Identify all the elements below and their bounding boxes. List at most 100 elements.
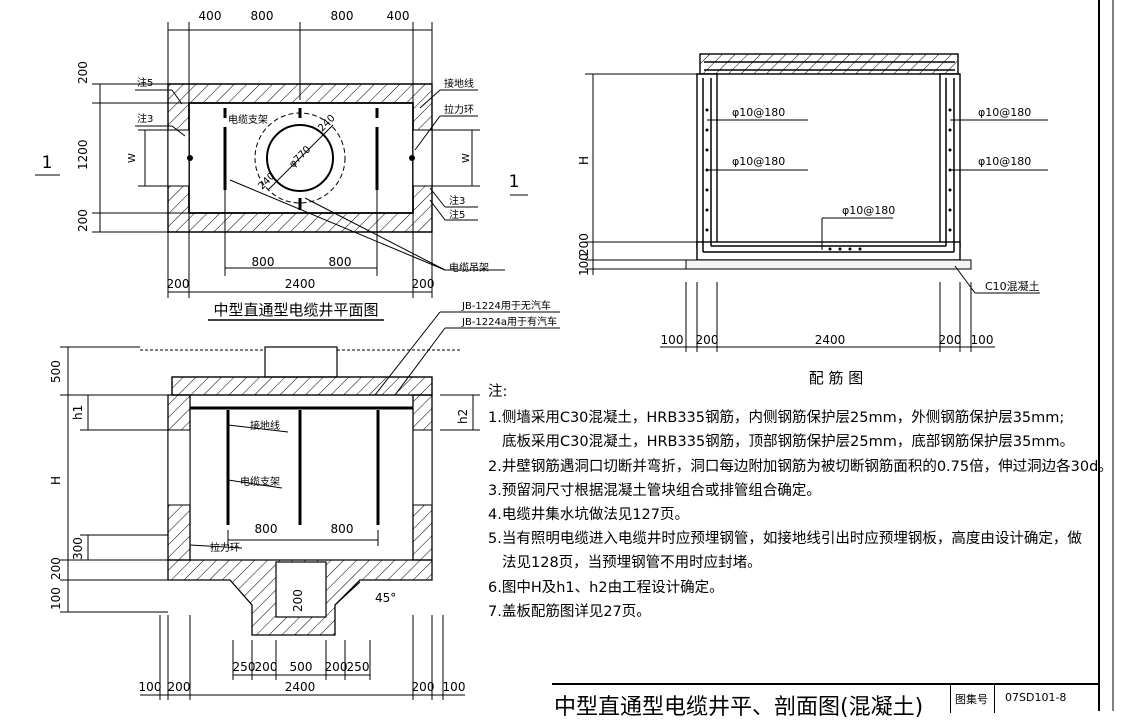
plan-dim-overall-1: 200 [167, 277, 190, 291]
section-sump-dim-1: 250 [233, 660, 256, 674]
section-label-pull-ring: 拉力环 [210, 541, 240, 554]
rebar-label-4: φ10@180 [978, 155, 1031, 168]
rebar-labels: φ10@180 φ10@180 φ10@180 φ10@180 φ10@180 … [732, 106, 1040, 293]
rebar-left-wall [696, 73, 718, 249]
rebar-label-5: φ10@180 [842, 204, 895, 217]
plan-manhole-circle [266, 124, 334, 192]
section-sump-dim-5: 250 [347, 660, 370, 674]
note-line-6: 6.图中H及h1、h2由工程设计确定。 [488, 579, 724, 596]
plan-label-note5-right: 注5 [449, 208, 465, 221]
rebar-dim-left-2: 100 [577, 253, 591, 276]
section-labels: JB-1224用于无汽车 JB-1224a用于有汽车 接地线 电缆支架 拉力环 [210, 299, 557, 554]
plan-label-pull-ring: 拉力环 [444, 103, 474, 116]
title-block-number: 07SD101-8 [994, 685, 1100, 713]
note-line-1: 1.侧墙采用C30混凝土，HRB335钢筋，内侧钢筋保护层25mm，外侧钢筋保护… [488, 410, 1065, 427]
plan-dim-overall-2: 2400 [285, 277, 316, 291]
title-block-title: 中型直通型电缆井平、剖面图(混凝土) [554, 695, 924, 720]
plan-opening-right [412, 129, 433, 187]
rebar-top-slab [699, 53, 959, 75]
section-dim-h2: h2 [456, 409, 470, 424]
plan-label-w-left: W [127, 153, 138, 163]
plan-section-mark-left: 1 [42, 153, 53, 173]
rebar-bars [702, 61, 955, 253]
plan-dim-top-3: 800 [331, 9, 354, 23]
plan-dia-line [267, 124, 334, 191]
note-line-5: 5.当有照明电缆进入电缆井时应预埋钢管，如接地线引出时应预埋钢板，高度由设计确定… [488, 531, 1082, 548]
plan-dim-top-4: 400 [387, 9, 410, 23]
section-dimension-lines [60, 311, 560, 700]
note-line-2: 2.井壁钢筋遇洞口切断并弯折，洞口每边附加钢筋为被切断钢筋面积的0.75倍，伸过… [488, 458, 1113, 475]
rebar-dim-h: H [577, 156, 591, 165]
section-opening-left [167, 429, 191, 506]
plan-opening-left [167, 129, 190, 187]
section-dim-mid-2: 800 [331, 522, 354, 536]
section-dim-mid-1: 800 [255, 522, 278, 536]
note-line-5b: 法见128页，当预埋钢管不用时应封堵。 [502, 555, 762, 572]
rebar-dim-left-1: 200 [577, 233, 591, 256]
plan-dim-text: 400 800 800 400 200 1200 200 800 800 200… [76, 9, 434, 291]
section-dim-h1: h1 [71, 405, 85, 420]
section-dim-text: 500 h1 H 300 200 100 h2 800 800 200 45° … [49, 360, 470, 694]
section-angle: 45° [375, 591, 396, 605]
note-line-1b: 底板采用C30混凝土，HRB335钢筋，顶部钢筋保护层25mm，底部钢筋保护层3… [502, 434, 1075, 451]
section-overall-dim-1: 100 [139, 680, 162, 694]
rebar-dots [705, 108, 952, 251]
section-opening-right [412, 429, 433, 506]
plan-dim-top-1: 400 [199, 9, 222, 23]
rebar-title: 配 筋 图 [809, 369, 864, 387]
title-block-label: 图集号 [950, 685, 992, 713]
rebar-leaders [585, 73, 1048, 352]
section-label-ground: 接地线 [250, 419, 280, 432]
plan-title: 中型直通型电缆井平面图 [213, 301, 378, 319]
section-supports [226, 410, 380, 525]
plan-label-ground: 接地线 [444, 77, 474, 90]
section-view: 500 h1 H 300 200 100 h2 800 800 200 45° … [49, 299, 560, 700]
plan-dim-top-2: 800 [251, 9, 274, 23]
plan-dim-overall-3: 200 [412, 277, 435, 291]
notes-heading: 注: [488, 384, 508, 400]
plan-label-r2: 240 [256, 171, 277, 192]
notes-block: 注: 1.侧墙采用C30混凝土，HRB335钢筋，内侧钢筋保护层25mm，外侧钢… [488, 380, 1113, 624]
rebar-view: φ10@180 φ10@180 φ10@180 φ10@180 φ10@180 … [577, 53, 1048, 387]
section-sump-dim-4: 200 [325, 660, 348, 674]
rebar-dim-text: H 200 100 100 200 2400 200 100 [577, 156, 993, 347]
section-sump-dim-2: 200 [255, 660, 278, 674]
section-overall-dim-5: 100 [443, 680, 466, 694]
section-neck [264, 346, 338, 378]
rebar-dim-bottom-2: 200 [696, 333, 719, 347]
section-label-cover-a: JB-1224用于无汽车 [461, 299, 551, 312]
rebar-dim-bottom-4: 200 [939, 333, 962, 347]
section-label-support: 电缆支架 [240, 475, 280, 488]
note-line-4: 4.电缆井集水坑做法见127页。 [488, 507, 690, 524]
section-dim-100: 100 [49, 587, 63, 610]
rebar-dim-bottom-5: 100 [971, 333, 994, 347]
section-dim-300: 300 [71, 537, 85, 560]
rebar-label-2: φ10@180 [732, 155, 785, 168]
rebar-label-concrete: C10混凝土 [985, 279, 1040, 293]
plan-pull-ring-right [409, 155, 415, 161]
rebar-label-1: φ10@180 [732, 106, 785, 119]
section-dim-500: 500 [49, 360, 63, 383]
plan-label-note5-left: 注5 [137, 76, 153, 89]
plan-label-hanger: 电缆吊架 [449, 261, 489, 274]
plan-label-note3-left: 注3 [137, 112, 153, 125]
rebar-base-slab [696, 241, 961, 261]
section-dim-h: H [49, 476, 63, 485]
plan-view: 400 800 800 400 200 1200 200 800 800 200… [35, 9, 528, 321]
rebar-label-3: φ10@180 [978, 106, 1031, 119]
plan-label-w-right: W [461, 153, 472, 163]
section-cover-slab [171, 376, 433, 396]
title-block: 中型直通型电缆井平、剖面图(混凝土) 图集号 07SD101-8 [552, 683, 1100, 720]
plan-label-support: 电缆支架 [228, 113, 268, 126]
plan-section-mark-right: 1 [509, 172, 520, 192]
section-dim-200: 200 [49, 557, 63, 580]
plan-dim-left-2: 1200 [76, 139, 90, 170]
note-line-3: 3.预留洞尺寸根据混凝土管块组合或排管组合确定。 [488, 482, 821, 499]
plan-dimension-lines [35, 22, 528, 298]
plan-dim-bottom-1: 800 [252, 255, 275, 269]
section-dim-sump: 200 [291, 589, 305, 612]
section-overall-dim-2: 200 [168, 680, 191, 694]
section-sump [275, 561, 327, 618]
plan-dim-left-1: 200 [76, 61, 90, 84]
